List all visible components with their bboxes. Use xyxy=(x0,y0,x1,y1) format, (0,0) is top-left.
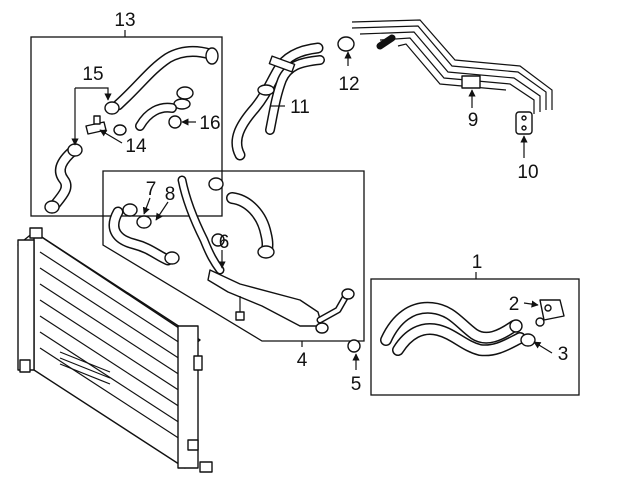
callout-14: 14 xyxy=(125,136,147,157)
callout-7: 7 xyxy=(146,179,157,200)
callout-4: 4 xyxy=(297,350,308,371)
callout-12: 12 xyxy=(338,74,359,95)
hose-pipe-assembly-4 xyxy=(108,175,355,334)
group-box-4 xyxy=(102,170,365,342)
callout-9: 9 xyxy=(468,110,479,131)
leader-lines xyxy=(71,30,553,370)
callout-15: 15 xyxy=(82,64,103,85)
callout-13: 13 xyxy=(114,10,135,31)
callout-8: 8 xyxy=(165,184,176,205)
hose-11-assembly xyxy=(231,36,355,161)
callout-10: 10 xyxy=(517,162,538,183)
hose-assembly-1 xyxy=(380,299,565,357)
callout-1: 1 xyxy=(472,252,483,273)
callout-11: 11 xyxy=(290,97,310,118)
callout-3: 3 xyxy=(558,344,569,365)
callout-6: 6 xyxy=(219,232,230,253)
upper-hose-assembly xyxy=(44,45,219,214)
radiator xyxy=(17,227,213,473)
group-box-13 xyxy=(30,36,223,217)
clamp-5 xyxy=(347,339,361,353)
coolant-pipes xyxy=(351,19,553,135)
callout-2: 2 xyxy=(509,294,520,315)
group-box-1 xyxy=(370,278,580,396)
callout-16: 16 xyxy=(199,113,220,134)
callout-5: 5 xyxy=(351,374,362,395)
